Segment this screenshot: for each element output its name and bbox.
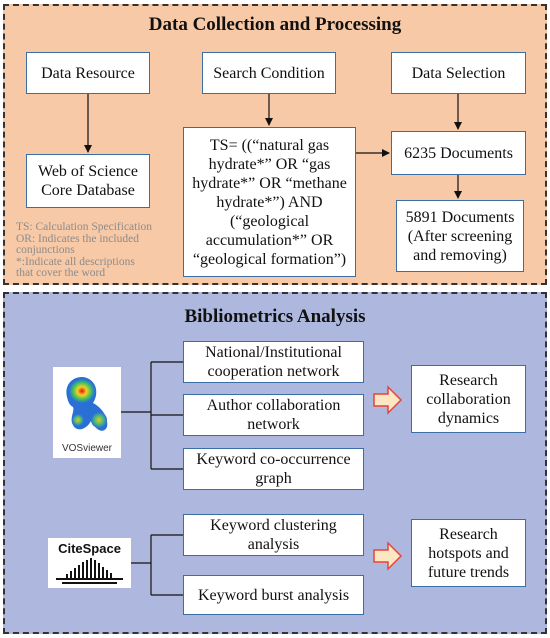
ts-query-box: TS= ((“natural gas hydrate*” OR “gas hyd… <box>183 127 356 277</box>
vosviewer-label: VOSviewer <box>61 443 112 454</box>
research-hotspots-box: Research hotspots and future trends <box>411 519 526 587</box>
data-resource-box: Data Resource <box>26 52 150 94</box>
keyword-clustering-box: Keyword clustering analysis <box>183 514 364 556</box>
keyword-graph-box: Keyword co-occurrence graph <box>183 448 364 490</box>
national-network-box: National/Institutional cooperation netwo… <box>183 341 364 383</box>
citespace-logo: CiteSpace <box>48 538 131 588</box>
vosviewer-density-map-icon <box>66 377 108 431</box>
citespace-bars-icon <box>56 558 123 584</box>
abbreviation-note: TS: Calculation Specification OR: Indica… <box>16 221 153 279</box>
web-of-science-box: Web of Science Core Database <box>26 154 150 208</box>
data-selection-box: Data Selection <box>391 52 526 94</box>
data-collection-title: Data Collection and Processing <box>148 14 402 35</box>
hollow-arrow-collaboration <box>373 385 403 415</box>
author-network-box: Author collaboration network <box>183 394 364 436</box>
docs-6235-box: 6235 Documents <box>391 131 526 175</box>
search-condition-box: Search Condition <box>202 52 336 94</box>
docs-5891-box: 5891 Documents (After screening and remo… <box>396 200 524 272</box>
hollow-arrow-hotspots <box>373 541 403 571</box>
research-collaboration-box: Research collaboration dynamics <box>411 365 526 433</box>
bibliometrics-title: Bibliometrics Analysis <box>184 306 366 327</box>
vosviewer-logo: VOSviewer <box>53 367 121 458</box>
keyword-burst-box: Keyword burst analysis <box>183 575 364 615</box>
citespace-label: CiteSpace <box>58 541 121 556</box>
